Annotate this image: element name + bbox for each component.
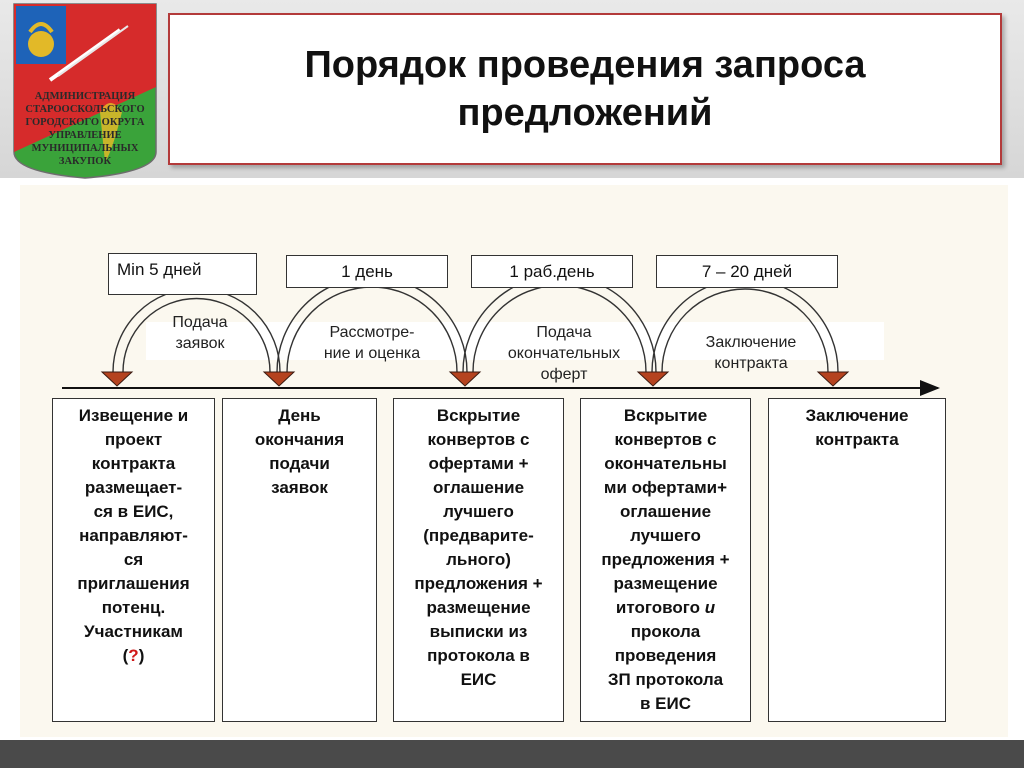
emblem-caption: АДМИНИСТРАЦИЯ СТАРООСКОЛЬСКОГО ГОРОДСКОГ… (25, 91, 145, 167)
timeline-marker-4 (636, 371, 670, 387)
duration-label-1: Min 5 дней (108, 253, 257, 295)
stage-box-contract: Заключение контракта (768, 398, 946, 722)
stage-box-notice: Извещение и проект контракта размещает- … (52, 398, 215, 722)
footer-bar (0, 740, 1024, 768)
emblem-logo (13, 3, 157, 179)
timeline-marker-5 (816, 371, 850, 387)
phase-label-band (146, 322, 884, 360)
phase-label-final-offers: Подача окончательных оферт (507, 324, 621, 383)
duration-label-2: 1 день (286, 255, 448, 288)
stage-box-final-opening: Вскрытие конвертов с окончательны ми офе… (580, 398, 751, 722)
stage-box-opening: Вскрытие конвертов с офертами + оглашени… (393, 398, 564, 722)
duration-label-3: 1 раб.день (471, 255, 633, 288)
timeline-marker-2 (262, 371, 296, 387)
timeline-marker-3 (448, 371, 482, 387)
question-mark-line: (?) (122, 646, 145, 665)
page-title: Порядок проведения запроса предложений (304, 44, 866, 134)
stage-box-deadline: День окончания подачи заявок (222, 398, 377, 722)
phase-label-submission: Подача заявок (172, 314, 228, 352)
arch-1-inner (122, 297, 271, 373)
arch-4-inner (661, 288, 829, 373)
title-box: Порядок проведения запроса предложений (168, 13, 1002, 165)
phase-label-review: Рассмотре- ние и оценка (323, 324, 421, 362)
duration-label-4: 7 – 20 дней (656, 255, 838, 288)
phase-label-contract: Заключение контракта (705, 334, 797, 372)
timeline-marker-1 (100, 371, 134, 387)
